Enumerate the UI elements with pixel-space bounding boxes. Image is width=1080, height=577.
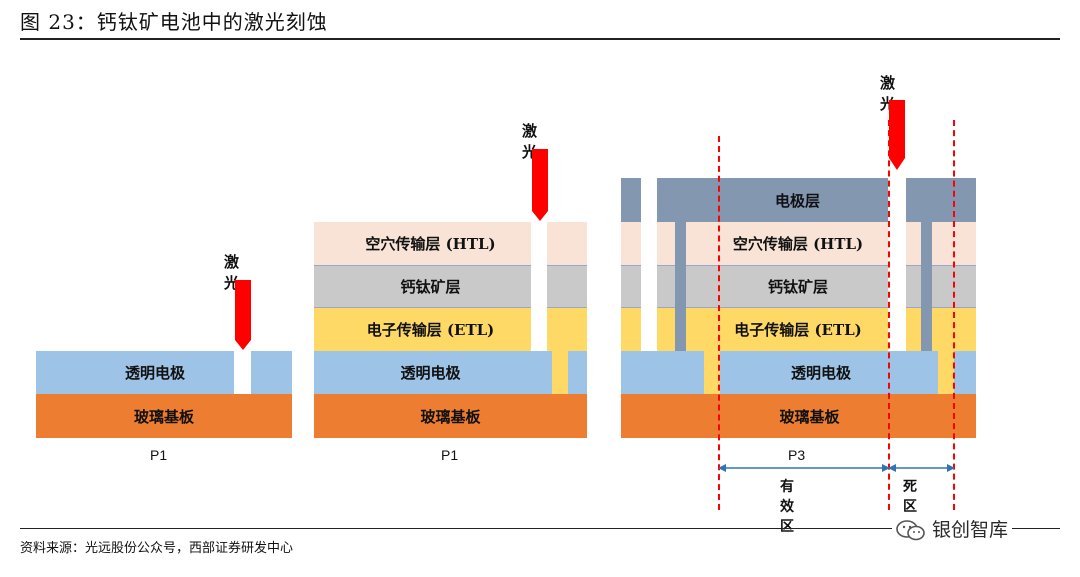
active-area-label: 有效区 [780, 479, 794, 535]
p2-scribe-gap [531, 222, 547, 351]
glass-substrate-layer: 玻璃基板 [314, 394, 587, 438]
p1-trench-right [938, 351, 954, 394]
brand-watermark: 银创智库 [892, 515, 1013, 542]
p3-scribe-gap [888, 178, 906, 351]
transparent-electrode-layer: 透明电极 [720, 351, 938, 394]
glass-substrate-label: 玻璃基板 [133, 407, 194, 426]
electrode-layer-left [621, 178, 641, 222]
transparent-electrode-label: 透明电极 [400, 364, 461, 382]
wechat-icon [896, 519, 925, 540]
glass-substrate-label: 玻璃基板 [779, 407, 840, 426]
perovskite-label: 钙钛矿层 [767, 278, 828, 296]
etl-layer: 电子传输层 (ETL) [686, 308, 888, 351]
htl-layer-mid-left [657, 222, 675, 265]
transparent-electrode-label: 透明电极 [124, 364, 185, 382]
etl-layer-mid-left [657, 308, 675, 351]
etl-layer-left [621, 308, 641, 351]
perovskite-layer: 钙钛矿层 [686, 265, 888, 308]
transparent-electrode-layer: 透明电极 [36, 351, 292, 394]
electrode-layer-right [906, 178, 976, 222]
htl-label: 空穴传输层 (HTL) [732, 235, 864, 253]
boundary-line-left [718, 136, 720, 510]
glass-substrate-label: 玻璃基板 [420, 407, 481, 426]
transparent-electrode-right [954, 351, 976, 394]
htl-layer-right [906, 222, 976, 265]
htl-layer-left [621, 222, 641, 265]
perovskite-layer-right [906, 265, 976, 308]
electrode-layer: 电极层 [657, 178, 888, 222]
glass-substrate-layer: 玻璃基板 [621, 394, 976, 438]
laser-beam-icon [235, 280, 251, 350]
electrode-label: 电极层 [774, 191, 820, 210]
transparent-electrode-label: 透明电极 [790, 364, 851, 382]
dead-area-arrow [888, 464, 955, 472]
glass-substrate-layer: 玻璃基板 [36, 394, 292, 438]
transparent-electrode-layer: 透明电极 [314, 351, 587, 394]
p1-trench-etl-fill [552, 351, 568, 394]
panel-caption: P3 [788, 447, 806, 463]
p2-interconnect-left [675, 222, 686, 351]
source-note: 资料来源：光远股份公众号，西部证券研发中心 [20, 541, 294, 556]
laser-beam-icon [532, 149, 548, 221]
htl-layer: 空穴传输层 (HTL) [686, 222, 888, 265]
etl-label: 电子传输层 (ETL) [734, 321, 862, 339]
perovskite-layer-left [621, 265, 641, 308]
panel-caption: P1 [150, 447, 168, 463]
laser-beam-icon [889, 100, 905, 170]
brand-name: 银创智库 [932, 519, 1009, 541]
htl-label: 空穴传输层 (HTL) [365, 235, 496, 253]
bottom-rule [20, 528, 1060, 529]
active-area-arrow [718, 464, 890, 472]
etl-label: 电子传输层 (ETL) [366, 321, 495, 339]
figure-title: 图 23：钙钛矿电池中的激光刻蚀 [20, 10, 328, 34]
p1-trench-left [704, 351, 720, 394]
p1-scribe-gap [234, 351, 251, 394]
perovskite-label: 钙钛矿层 [400, 278, 461, 296]
dead-area-label: 死区 [903, 479, 917, 515]
p2-interconnect-right [921, 222, 932, 351]
top-rule [20, 38, 1060, 40]
perovskite-layer-mid-left [657, 265, 675, 308]
boundary-line-right [953, 120, 955, 510]
laser-label: 激光 [224, 253, 240, 292]
boundary-line-mid [888, 120, 890, 510]
transparent-electrode-left [621, 351, 704, 394]
etl-layer-right [906, 308, 976, 351]
panel-caption: P1 [441, 447, 459, 463]
